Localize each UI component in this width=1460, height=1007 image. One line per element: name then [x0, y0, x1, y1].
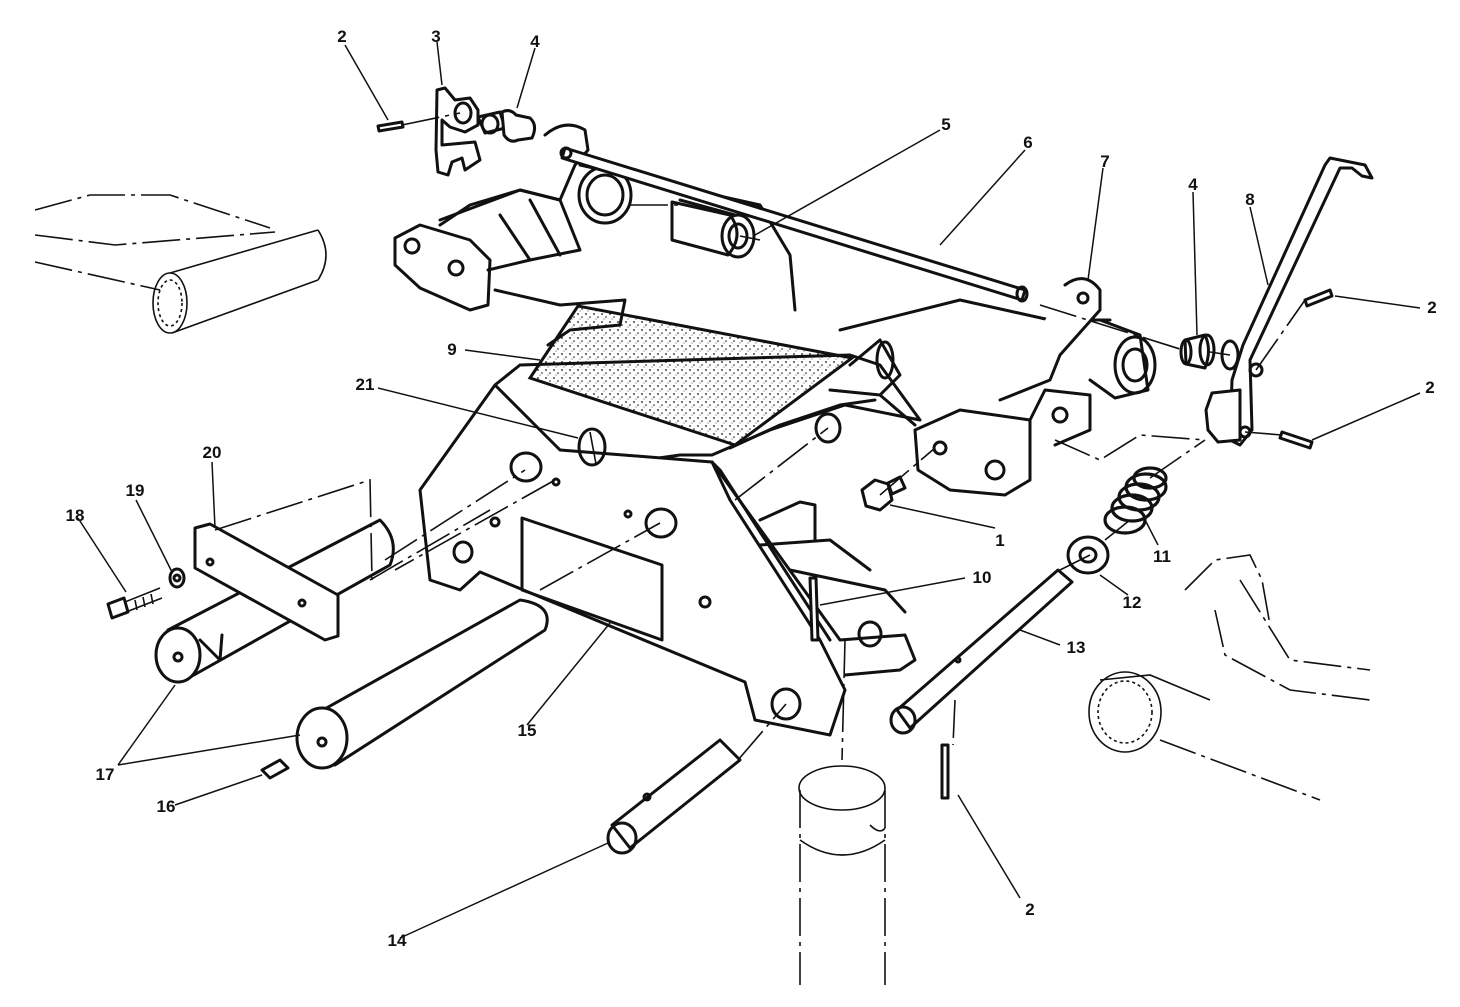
- phantom-caster-post: [798, 765, 886, 985]
- fitting-part-1: [860, 475, 907, 512]
- label-2-top-left: 2: [337, 27, 346, 46]
- pin-part-2-top-left: [376, 120, 405, 133]
- pin-part-10: [808, 576, 820, 642]
- label-13: 13: [1067, 638, 1086, 657]
- center-lines: [214, 112, 1306, 761]
- label-6: 6: [1023, 133, 1032, 152]
- phantom-left-arm: [34, 194, 327, 334]
- label-4-right: 4: [1188, 175, 1198, 194]
- label-2-right-lower: 2: [1425, 378, 1434, 397]
- label-12: 12: [1123, 593, 1142, 612]
- label-2-right-upper: 2: [1427, 298, 1436, 317]
- label-19: 19: [126, 481, 145, 500]
- label-8: 8: [1245, 190, 1254, 209]
- washer-part-19: [168, 567, 186, 589]
- bushing-part-4-right: [1179, 333, 1216, 370]
- label-10: 10: [973, 568, 992, 587]
- bolt-part-18: [106, 587, 163, 620]
- label-21: 21: [356, 375, 375, 394]
- leader-lines: [77, 41, 1421, 939]
- label-18: 18: [66, 506, 85, 525]
- step-plate: [527, 304, 856, 447]
- label-14: 14: [388, 931, 407, 950]
- label-20: 20: [203, 443, 222, 462]
- label-15: 15: [518, 721, 537, 740]
- lever-part-8: [1204, 156, 1374, 447]
- phantom-right-arm: [1088, 554, 1371, 801]
- label-7: 7: [1100, 152, 1109, 171]
- washer-part-12: [1066, 535, 1110, 575]
- label-9: 9: [447, 340, 456, 359]
- shaft-rod: [559, 146, 1029, 303]
- label-1: 1: [995, 531, 1004, 550]
- label-2-bottom: 2: [1025, 900, 1034, 919]
- label-17: 17: [96, 765, 115, 784]
- label-16: 16: [157, 797, 176, 816]
- shaft-part-13: [889, 568, 1074, 735]
- label-11: 11: [1153, 547, 1171, 566]
- label-3: 3: [431, 27, 440, 46]
- spring-part-11: [1103, 466, 1168, 535]
- pin-part-14: [606, 738, 742, 855]
- pin-part-2-right-upper: [1303, 288, 1334, 308]
- bracket-part-3: [434, 86, 482, 177]
- pin-part-2-bottom: [940, 743, 950, 800]
- pin-part-2-right-lower: [1278, 430, 1314, 450]
- label-4-left: 4: [530, 32, 540, 51]
- plate-part-20: [193, 522, 340, 642]
- tube-part-17-right: [295, 598, 549, 770]
- grease-fitting-part-16: [260, 758, 290, 780]
- bushing-part-4-left: [476, 109, 537, 143]
- part-labels: 2 3 4 5 6 7 4 8 2 2 9 21 20 19 18 1 10 1…: [66, 27, 1437, 950]
- label-5: 5: [941, 115, 950, 134]
